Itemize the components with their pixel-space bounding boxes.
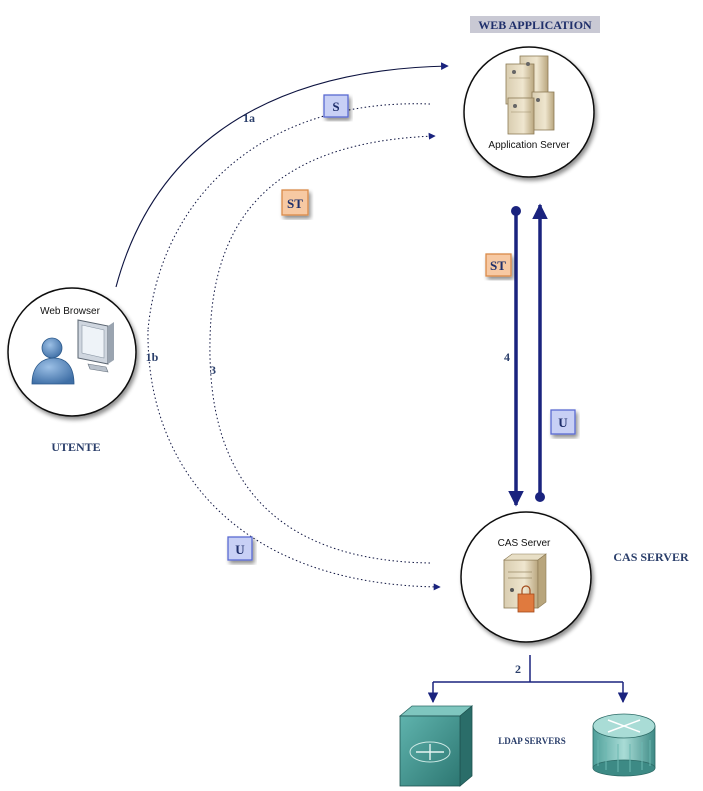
ldap-router-node[interactable] — [592, 713, 656, 777]
edge-1a-label: 1a — [243, 111, 255, 125]
edge-2-label: 2 — [515, 662, 521, 676]
cas-server-title: CAS SERVER — [613, 550, 689, 564]
ldap-servers-title: LDAP SERVERS — [498, 736, 565, 746]
web-browser-label: Web Browser — [40, 306, 101, 317]
svg-text:ST: ST — [490, 258, 506, 273]
edge-4-down-start-dot — [511, 206, 521, 216]
cas-server-node[interactable]: CAS Server — [460, 511, 592, 643]
token-s-badge: S — [323, 94, 349, 118]
router-arrows-icon — [409, 741, 451, 763]
edge-1a-line — [115, 62, 449, 288]
cas-server-label: CAS Server — [498, 538, 551, 549]
ldap-switch-node[interactable] — [398, 705, 474, 787]
app-server-label: Application Server — [488, 140, 570, 151]
token-u-bottom-badge: U — [227, 536, 253, 561]
svg-text:ST: ST — [287, 196, 303, 211]
app-server-node[interactable]: Application Server — [463, 46, 595, 178]
token-st-arc-badge: ST — [281, 189, 309, 216]
edge-1b-label: 1b — [146, 350, 159, 364]
edge-1b-line — [147, 329, 441, 591]
web-app-title-bg — [470, 16, 600, 33]
edge-4-up-start-dot — [535, 492, 545, 502]
user-title: UTENTE — [51, 440, 100, 454]
user-person-icon — [31, 337, 75, 385]
edge-s-redirect-line — [147, 103, 431, 331]
token-st-vertical-badge: ST — [485, 253, 512, 277]
web-app-title: WEB APPLICATION — [478, 18, 592, 32]
svg-text:S: S — [332, 99, 339, 114]
server-tower-icon — [505, 55, 555, 135]
edge-4-label: 4 — [504, 350, 510, 364]
monitor-icon — [77, 319, 114, 373]
svg-text:U: U — [235, 542, 245, 557]
edge-2-tree — [427, 655, 629, 704]
token-u-vertical-badge: U — [550, 409, 576, 435]
edge-3-label: 3 — [210, 363, 216, 377]
web-browser-node[interactable]: Web Browser — [7, 287, 137, 417]
cas-server-icon — [503, 553, 547, 613]
svg-text:U: U — [558, 415, 568, 430]
edge-3-line — [209, 132, 436, 564]
router-cross-arrows-icon — [607, 719, 641, 733]
